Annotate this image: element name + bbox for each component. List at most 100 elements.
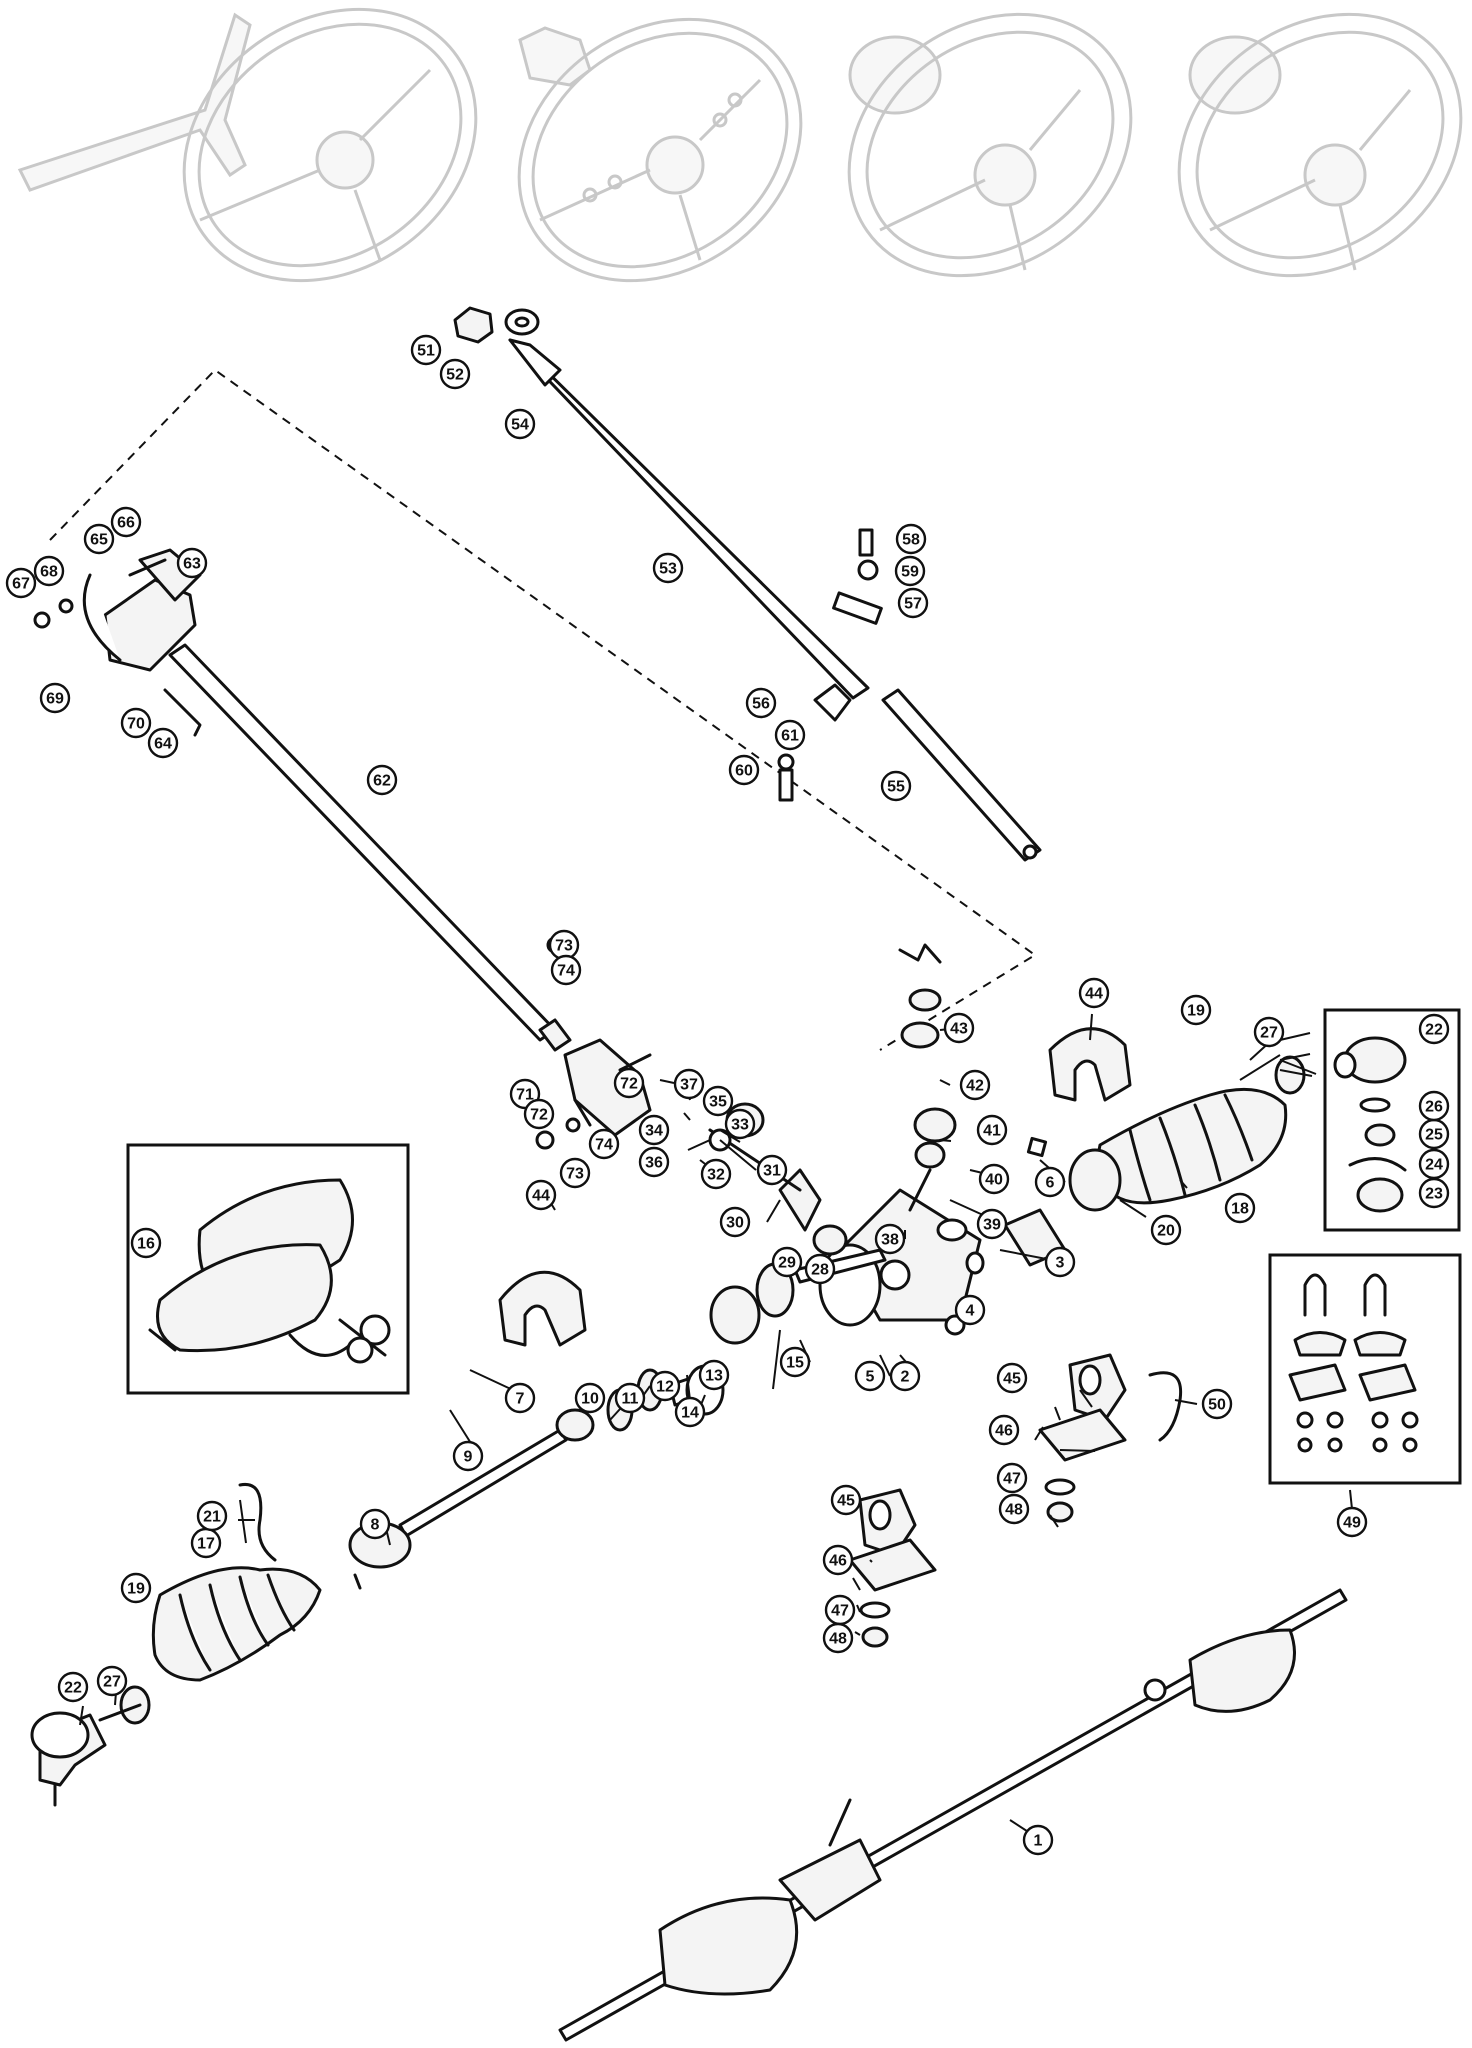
callout-72: 72 [613, 1067, 645, 1099]
callout-label: 26 [1425, 1099, 1443, 1116]
callout-label: 31 [763, 1163, 781, 1180]
callout-label: 25 [1425, 1127, 1443, 1144]
rubber-gaiter-icon [1096, 1087, 1288, 1205]
callout-9: 9 [452, 1440, 484, 1472]
callout-label: 72 [530, 1107, 548, 1124]
callout-circle [674, 1396, 706, 1428]
callout-circle [880, 770, 912, 802]
callout-label: 62 [373, 773, 391, 790]
callout-circle [959, 1069, 991, 1101]
callout-56: 56 [745, 687, 777, 719]
callout-52: 52 [439, 358, 471, 390]
callout-3: 3 [1044, 1246, 1076, 1278]
callout-circle [943, 1012, 975, 1044]
callout-label: 10 [581, 1391, 599, 1408]
callout-label: 1 [1034, 1833, 1043, 1850]
callout-circle [894, 555, 926, 587]
callout-circle [1336, 1506, 1368, 1538]
callout-47: 47 [996, 1462, 1028, 1494]
callout-label: 68 [40, 564, 58, 581]
callout-label: 36 [645, 1155, 663, 1172]
callout-label: 65 [90, 532, 108, 549]
callout-label: 30 [726, 1215, 744, 1232]
callout-label: 35 [709, 1094, 727, 1111]
clamp-bracket-icon [498, 1270, 587, 1347]
callout-circle [976, 1208, 1008, 1240]
callout-5: 5 [854, 1360, 886, 1392]
callout-label: 28 [811, 1262, 829, 1279]
callout-circle [998, 1493, 1030, 1525]
callout-label: 60 [735, 763, 753, 780]
callout-circle [83, 523, 115, 555]
callout-61: 61 [774, 719, 806, 751]
callout-label: 43 [950, 1021, 968, 1038]
callout-label: 69 [46, 691, 64, 708]
callout-circle [1201, 1388, 1233, 1420]
callout-10: 10 [574, 1382, 606, 1414]
callout-label: 19 [127, 1581, 145, 1598]
callout-circle [1150, 1214, 1182, 1246]
callout-label: 14 [681, 1405, 699, 1422]
callout-27: 27 [1253, 1016, 1285, 1048]
callout-circle [700, 1158, 732, 1190]
callout-label: 21 [203, 1509, 221, 1526]
rubber-gaiters [119, 1055, 1306, 1725]
callout-label: 19 [1187, 1003, 1205, 1020]
callout-circle [822, 1544, 854, 1576]
callout-13: 13 [698, 1359, 730, 1391]
callout-circle [39, 682, 71, 714]
callout-11: 11 [614, 1382, 646, 1414]
callout-label: 52 [446, 367, 464, 384]
callout-12: 12 [649, 1370, 681, 1402]
callout-64: 64 [147, 727, 179, 759]
callout-label: 48 [829, 1631, 847, 1648]
callout-circle [120, 1572, 152, 1604]
callout-label: 44 [1085, 986, 1103, 1003]
callout-22: 22 [1418, 1013, 1450, 1045]
callout-51: 51 [410, 334, 442, 366]
callout-circle [410, 334, 442, 366]
callout-45: 45 [830, 1484, 862, 1516]
callout-30: 30 [719, 1206, 751, 1238]
callout-circle [895, 523, 927, 555]
callout-label: 47 [831, 1603, 849, 1620]
callout-label: 74 [557, 963, 575, 980]
gaiter-kit-inset [126, 1143, 410, 1395]
callout-48: 48 [822, 1622, 854, 1654]
callout-37: 37 [673, 1068, 705, 1100]
callout-label: 22 [64, 1680, 82, 1697]
callout-label: 54 [511, 417, 529, 434]
callout-label: 11 [622, 1391, 639, 1408]
callout-label: 17 [197, 1536, 215, 1553]
callout-label: 2 [901, 1369, 910, 1386]
callout-39: 39 [976, 1208, 1008, 1240]
callout-label: 74 [595, 1137, 613, 1154]
callout-54: 54 [504, 408, 536, 440]
callout-label: 44 [532, 1188, 550, 1205]
callout-label: 32 [707, 1167, 725, 1184]
callout-label: 34 [645, 1123, 663, 1140]
callout-label: 70 [127, 716, 145, 733]
callout-circle [559, 1157, 591, 1189]
callout-label: 5 [866, 1369, 875, 1386]
callout-label: 49 [1343, 1515, 1361, 1532]
callout-label: 12 [656, 1379, 674, 1396]
callout-44: 44 [1078, 977, 1110, 1009]
callout-label: 55 [887, 779, 905, 796]
callout-36: 36 [638, 1146, 670, 1178]
callout-label: 73 [555, 938, 573, 955]
callout-label: 58 [902, 532, 920, 549]
callout-label: 67 [12, 576, 30, 593]
callout-50: 50 [1201, 1388, 1233, 1420]
rubber-gaiter-icon [151, 1566, 322, 1682]
u-bolt-icon [1363, 1273, 1387, 1317]
callout-47: 47 [824, 1594, 856, 1626]
callout-70: 70 [120, 707, 152, 739]
steering-column-icon [508, 338, 870, 700]
callout-circle [779, 1346, 811, 1378]
callout-circle [652, 552, 684, 584]
callout-21: 21 [196, 1500, 228, 1532]
tie-rod-end-icon [30, 1703, 142, 1807]
callout-20: 20 [1150, 1214, 1182, 1246]
callout-34: 34 [638, 1114, 670, 1146]
